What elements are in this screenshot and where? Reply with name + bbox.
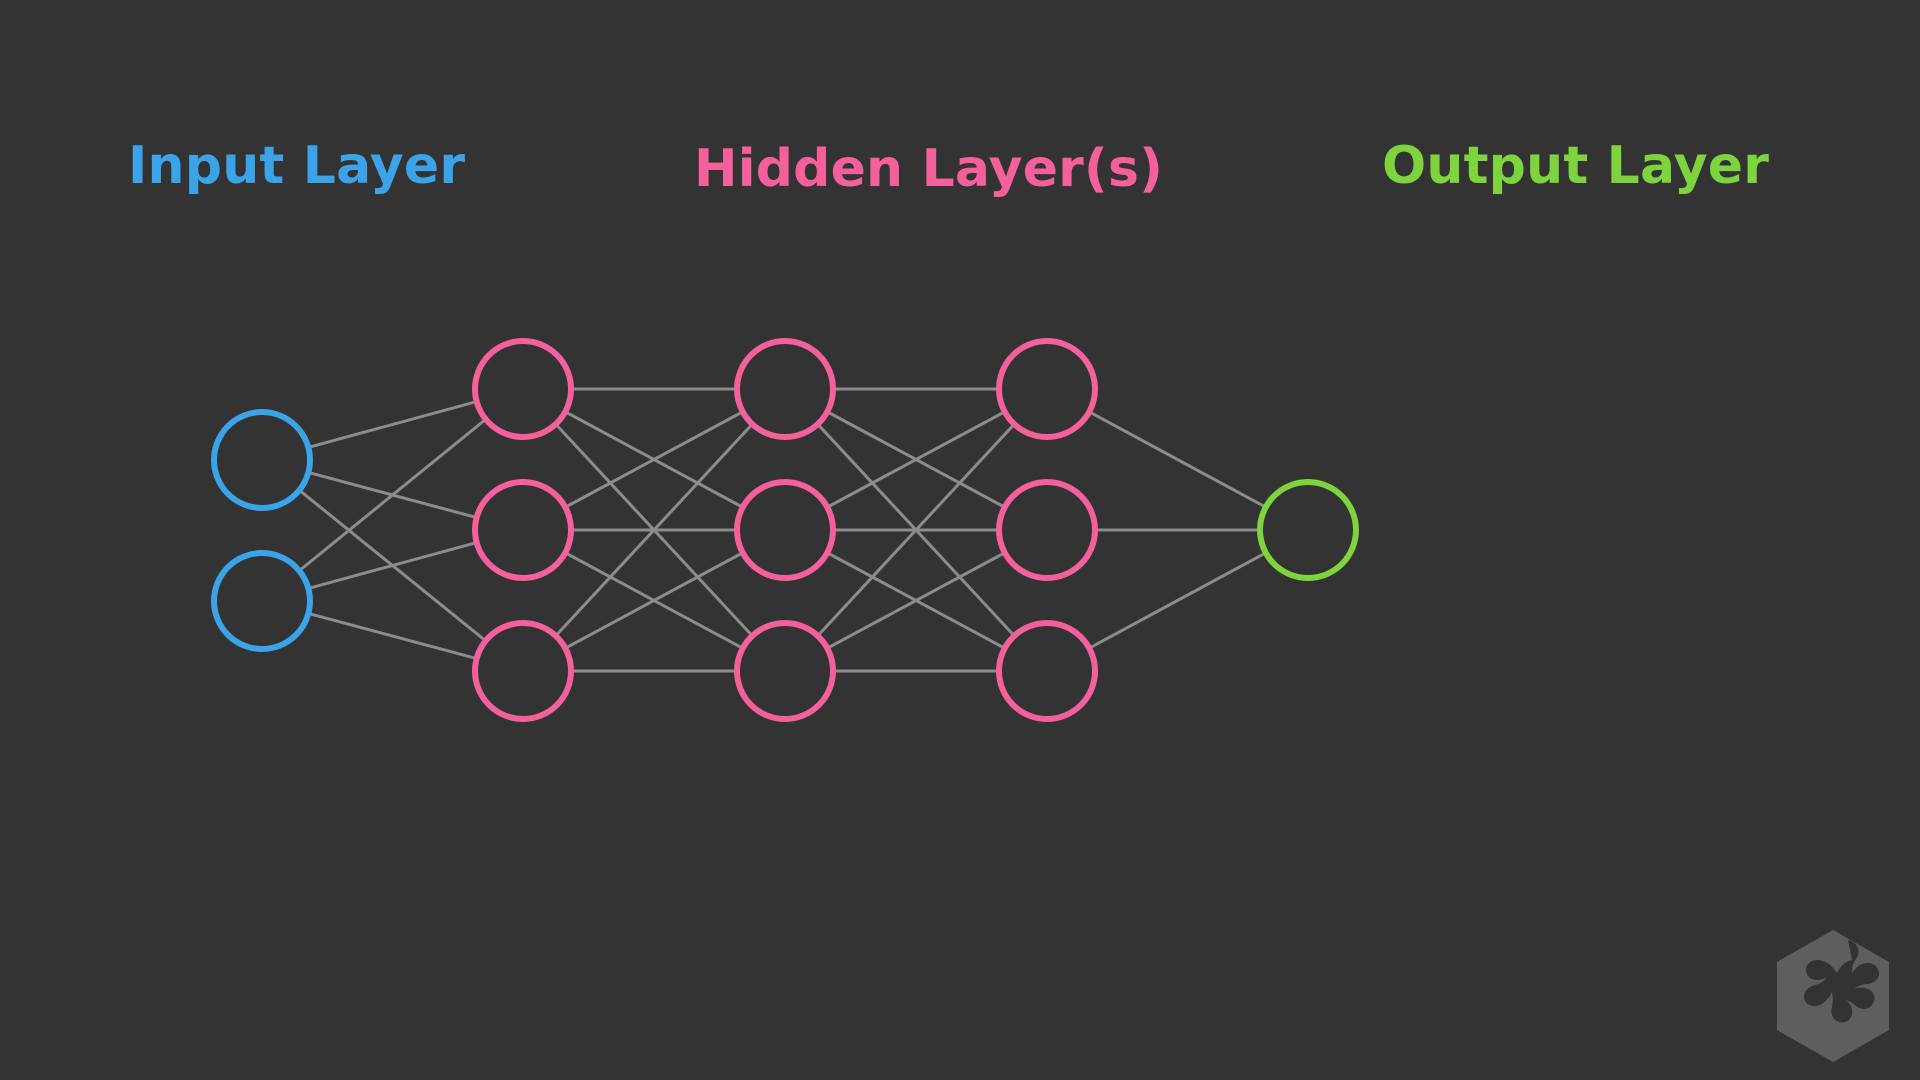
neuron-node-hidden-3-2 xyxy=(734,479,836,581)
neuron-shape xyxy=(1803,940,1880,1023)
neuron-node-hidden-3-1 xyxy=(734,338,836,440)
connection-edge xyxy=(825,551,1007,650)
neuron-node-hidden-4-2 xyxy=(996,479,1098,581)
connection-edge xyxy=(306,611,479,661)
neuron-node-input-1-1 xyxy=(211,409,313,511)
neuron-node-hidden-4-1 xyxy=(996,338,1098,440)
connection-edge xyxy=(825,410,1007,509)
neuron-node-hidden-3-3 xyxy=(734,620,836,722)
connection-edge xyxy=(1087,410,1268,509)
neuron-node-output-5-1 xyxy=(1257,479,1359,581)
neuron-node-hidden-2-2 xyxy=(472,479,574,581)
neuron-node-hidden-4-3 xyxy=(996,620,1098,722)
connection-edge xyxy=(306,400,479,449)
edges-group xyxy=(297,387,1268,673)
connection-edge xyxy=(306,541,479,590)
connection-edge xyxy=(297,417,488,573)
connection-edge xyxy=(816,422,1016,638)
connection-edge xyxy=(563,551,745,650)
neuron-node-hidden-2-1 xyxy=(472,338,574,440)
neuron-node-input-1-2 xyxy=(211,550,313,652)
neuron-node-hidden-2-3 xyxy=(472,620,574,722)
nodes-group xyxy=(211,338,1359,722)
connection-edge xyxy=(1087,551,1268,650)
connection-edge xyxy=(554,422,754,638)
connection-edge xyxy=(563,410,745,509)
hexagon-neuron-logo-icon xyxy=(1777,930,1889,1062)
